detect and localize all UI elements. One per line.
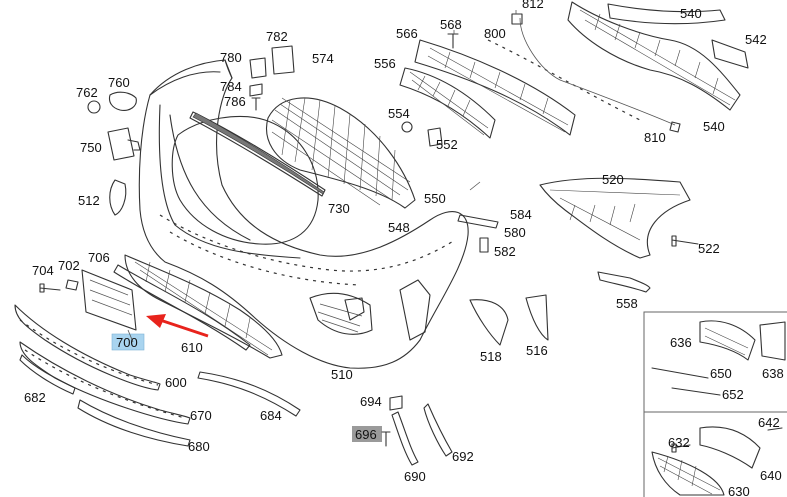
label-782: 782 (266, 29, 288, 44)
label-680: 680 (188, 439, 210, 454)
label-700: 700 (116, 335, 138, 350)
parts-left (39, 13, 523, 293)
label-632: 632 (668, 435, 690, 450)
label-638: 638 (762, 366, 784, 381)
grille-frame-556 (399, 39, 576, 139)
label-610: 610 (181, 340, 203, 355)
support-540 (567, 1, 749, 111)
label-582: 582 (494, 244, 516, 259)
sensor-strip-800 (487, 17, 681, 133)
label-554: 554 (388, 106, 410, 121)
label-784: 784 (220, 79, 242, 94)
label-550: 550 (424, 191, 446, 206)
label-682: 682 (24, 390, 46, 405)
label-702: 702 (58, 258, 80, 273)
label-584: 584 (510, 207, 532, 222)
label-690: 690 (404, 469, 426, 484)
label-760: 760 (108, 75, 130, 90)
label-786: 786 (224, 94, 246, 109)
label-670: 670 (190, 408, 212, 423)
label-520: 520 (602, 172, 624, 187)
label-548: 548 (388, 220, 410, 235)
leader-lines (127, 10, 517, 343)
part-labels: 812 540 542 568 566 800 782 780 574 556 … (24, 0, 784, 497)
bottom-parts (352, 395, 453, 466)
label-800: 800 (484, 26, 506, 41)
label-542: 542 (745, 32, 767, 47)
side-panel-520 (457, 177, 699, 293)
upper-grille-574 (266, 97, 416, 209)
lower-trims (14, 304, 301, 447)
label-812: 812 (522, 0, 544, 11)
bumper-cover-510 (138, 59, 469, 369)
label-540b: 540 (703, 119, 725, 134)
label-640: 640 (760, 468, 782, 483)
label-636: 636 (670, 335, 692, 350)
label-516: 516 (526, 343, 548, 358)
label-574: 574 (312, 51, 334, 66)
label-580: 580 (504, 225, 526, 240)
label-556: 556 (374, 56, 396, 71)
label-522: 522 (698, 241, 720, 256)
label-692: 692 (452, 449, 474, 464)
trims-518-516 (469, 294, 549, 346)
label-780: 780 (220, 50, 242, 65)
license-plate-700 (81, 269, 209, 351)
label-558: 558 (616, 296, 638, 311)
label-510: 510 (331, 367, 353, 382)
label-540a: 540 (680, 6, 702, 21)
label-568: 568 (440, 17, 462, 32)
label-706: 706 (88, 250, 110, 265)
label-600: 600 (165, 375, 187, 390)
label-696: 696 (355, 427, 377, 442)
label-630: 630 (728, 484, 750, 497)
label-512: 512 (78, 193, 100, 208)
label-684: 684 (260, 408, 282, 423)
label-762: 762 (76, 85, 98, 100)
label-652: 652 (722, 387, 744, 402)
label-566: 566 (396, 26, 418, 41)
label-750: 750 (80, 140, 102, 155)
label-642: 642 (758, 415, 780, 430)
label-650: 650 (710, 366, 732, 381)
label-552: 552 (436, 137, 458, 152)
label-518: 518 (480, 349, 502, 364)
label-730: 730 (328, 201, 350, 216)
label-704: 704 (32, 263, 54, 278)
label-810: 810 (644, 130, 666, 145)
lower-grille-610 (113, 254, 283, 359)
inset-panel (643, 311, 787, 497)
label-694: 694 (360, 394, 382, 409)
trim-strip-730 (189, 111, 326, 197)
